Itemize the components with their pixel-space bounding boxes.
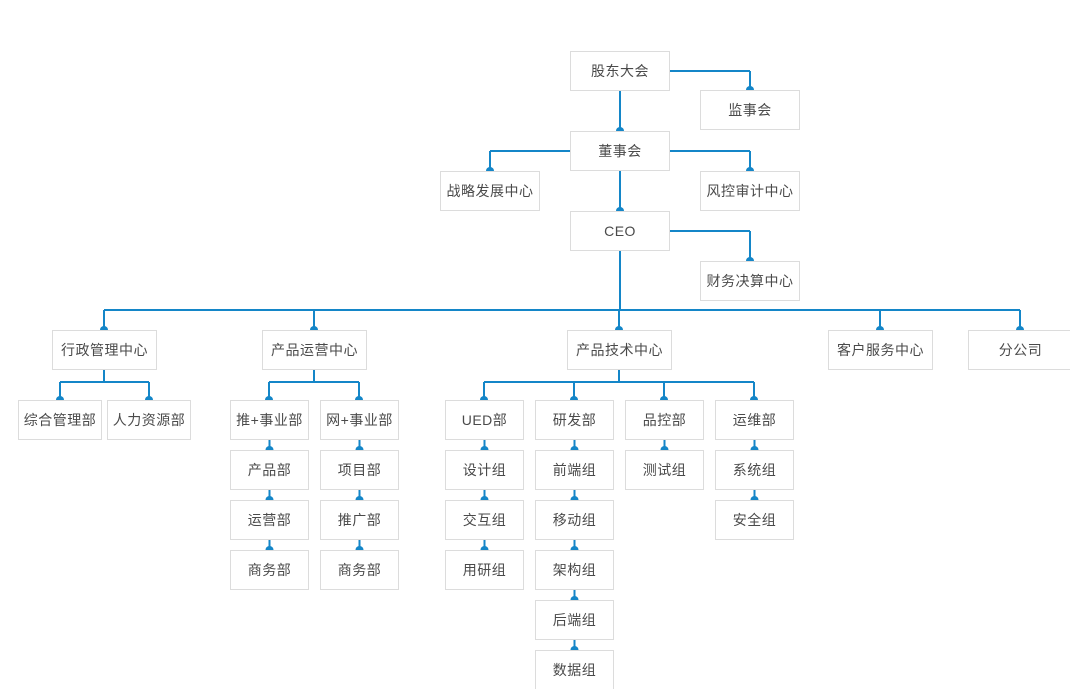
org-node[interactable]: 产品技术中心 [567, 330, 672, 370]
org-node[interactable]: 财务决算中心 [700, 261, 800, 301]
org-node[interactable]: 后端组 [535, 600, 614, 640]
org-node-label: 人力资源部 [112, 412, 186, 428]
org-node-label: 推广部 [337, 512, 382, 528]
org-node[interactable]: 产品部 [230, 450, 309, 490]
org-node-label: 项目部 [337, 462, 382, 478]
org-node[interactable]: 移动组 [535, 500, 614, 540]
org-node[interactable]: 战略发展中心 [440, 171, 540, 211]
org-node-label: 综合管理部 [23, 412, 97, 428]
org-node[interactable]: 交互组 [445, 500, 524, 540]
org-node[interactable]: 产品运营中心 [262, 330, 367, 370]
org-node-label: 分公司 [998, 342, 1043, 358]
org-node[interactable]: 品控部 [625, 400, 704, 440]
org-node-label: 架构组 [552, 562, 597, 578]
org-node[interactable]: 监事会 [700, 90, 800, 130]
org-node[interactable]: 人力资源部 [107, 400, 191, 440]
org-node-label: 商务部 [337, 562, 382, 578]
org-node-label: 产品运营中心 [271, 342, 358, 358]
org-node[interactable]: 分公司 [968, 330, 1070, 370]
org-node-label: 运营部 [247, 512, 292, 528]
org-node[interactable]: 综合管理部 [18, 400, 102, 440]
org-node-label: 研发部 [552, 412, 597, 428]
org-node-label: 安全组 [732, 512, 777, 528]
org-node-label: 战略发展中心 [446, 183, 534, 199]
org-node-label: 运维部 [732, 412, 777, 428]
org-node-label: 交互组 [462, 512, 507, 528]
org-node[interactable]: 运营部 [230, 500, 309, 540]
org-node-label: 董事会 [598, 143, 642, 159]
org-node-label: 用研组 [462, 562, 507, 578]
org-node-label: 前端组 [552, 462, 597, 478]
org-node-label: 数据组 [552, 662, 597, 678]
org-node-label: 产品部 [247, 462, 292, 478]
org-node-label: 品控部 [642, 412, 687, 428]
org-node[interactable]: 股东大会 [570, 51, 670, 91]
org-node[interactable]: 设计组 [445, 450, 524, 490]
org-node-label: 产品技术中心 [576, 342, 663, 358]
org-node[interactable]: 推广部 [320, 500, 399, 540]
org-node[interactable]: 风控审计中心 [700, 171, 800, 211]
org-node[interactable]: UED部 [445, 400, 524, 440]
org-node[interactable]: 用研组 [445, 550, 524, 590]
org-node-label: 测试组 [642, 462, 687, 478]
org-node-label: 行政管理中心 [61, 342, 148, 358]
org-node[interactable]: 网+事业部 [320, 400, 399, 440]
org-node[interactable]: 研发部 [535, 400, 614, 440]
org-node[interactable]: 项目部 [320, 450, 399, 490]
org-node-label: 网+事业部 [326, 412, 393, 428]
org-node-label: UED部 [461, 412, 508, 428]
org-node-label: 系统组 [732, 462, 777, 478]
org-node[interactable]: 商务部 [320, 550, 399, 590]
org-node-label: 后端组 [552, 612, 597, 628]
org-node[interactable]: 测试组 [625, 450, 704, 490]
org-node-label: 设计组 [462, 462, 507, 478]
org-node[interactable]: 前端组 [535, 450, 614, 490]
org-node[interactable]: 架构组 [535, 550, 614, 590]
org-node-label: 商务部 [247, 562, 292, 578]
org-node[interactable]: 行政管理中心 [52, 330, 157, 370]
org-node-label: 财务决算中心 [706, 273, 794, 289]
org-node[interactable]: 数据组 [535, 650, 614, 689]
org-node[interactable]: 推+事业部 [230, 400, 309, 440]
org-node[interactable]: 商务部 [230, 550, 309, 590]
org-node-label: 移动组 [552, 512, 597, 528]
org-node-label: 股东大会 [591, 63, 649, 79]
org-node-label: 客户服务中心 [837, 342, 924, 358]
org-node-label: CEO [604, 223, 636, 239]
org-node-label: 推+事业部 [236, 412, 303, 428]
org-node[interactable]: 安全组 [715, 500, 794, 540]
org-node[interactable]: 客户服务中心 [828, 330, 933, 370]
org-node-label: 风控审计中心 [706, 183, 794, 199]
org-node-label: 监事会 [728, 102, 772, 118]
org-node[interactable]: 系统组 [715, 450, 794, 490]
org-node[interactable]: CEO [570, 211, 670, 251]
org-node[interactable]: 运维部 [715, 400, 794, 440]
org-node[interactable]: 董事会 [570, 131, 670, 171]
